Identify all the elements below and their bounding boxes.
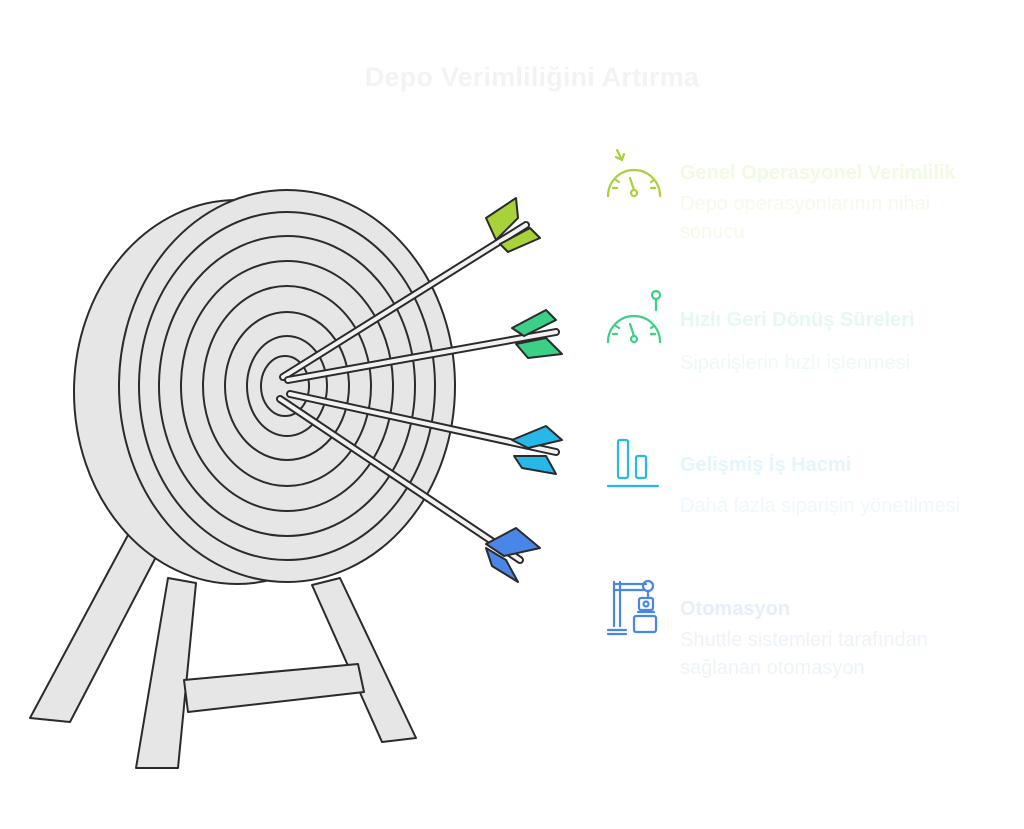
item-heading: Genel Operasyonel Verimlilik — [680, 162, 956, 184]
item-heading: Otomasyon — [680, 598, 791, 620]
arrow-3-fletch-top — [511, 425, 563, 449]
arrow-1-fletch-top — [485, 197, 519, 241]
item-description: Siparişlerin hızlı işlenmesi — [680, 352, 911, 374]
target-ring-4 — [180, 260, 394, 512]
item-heading: Hızlı Geri Dönüş Süreleri — [680, 309, 915, 331]
target-ring-2 — [224, 311, 350, 461]
speedometer-low-icon — [606, 148, 662, 198]
arrow-2-fletch-bottom — [515, 337, 563, 359]
target-ring-5 — [158, 235, 416, 537]
arrow-4-fletch-bottom — [485, 547, 519, 583]
stand-leg-right — [311, 577, 417, 743]
target-ring-3 — [202, 285, 372, 487]
arrow-1 — [279, 197, 541, 381]
item-description: Shuttle sistemleri tarafından sağlanan o… — [680, 629, 928, 679]
speedometer-fast-icon — [606, 290, 662, 344]
arrow-2 — [284, 309, 563, 384]
arrow-2-fletch-top — [511, 309, 557, 337]
page-title: Depo Verimliliğini Artırma — [364, 62, 700, 92]
stand-leg-middle — [135, 577, 197, 769]
stand-leg-left — [29, 534, 159, 723]
arrow-1-fletch-bottom — [499, 227, 541, 253]
arrow-3-fletch-bottom — [513, 455, 557, 475]
robot-arm-icon — [606, 579, 658, 636]
item-heading: Gelişmiş İş Hacmi — [680, 454, 852, 476]
target-ring-6 — [138, 211, 436, 561]
item-description: Depo operasyonlarının nihai sonucu — [680, 193, 931, 243]
arrow-4 — [276, 395, 541, 583]
item-description: Daha fazla siparişin yönetilmesi — [680, 495, 961, 517]
bar-chart-icon — [606, 438, 660, 488]
arrow-3 — [286, 390, 563, 475]
stand-crossbar — [183, 663, 365, 713]
arrow-4-fletch-top — [485, 527, 541, 557]
